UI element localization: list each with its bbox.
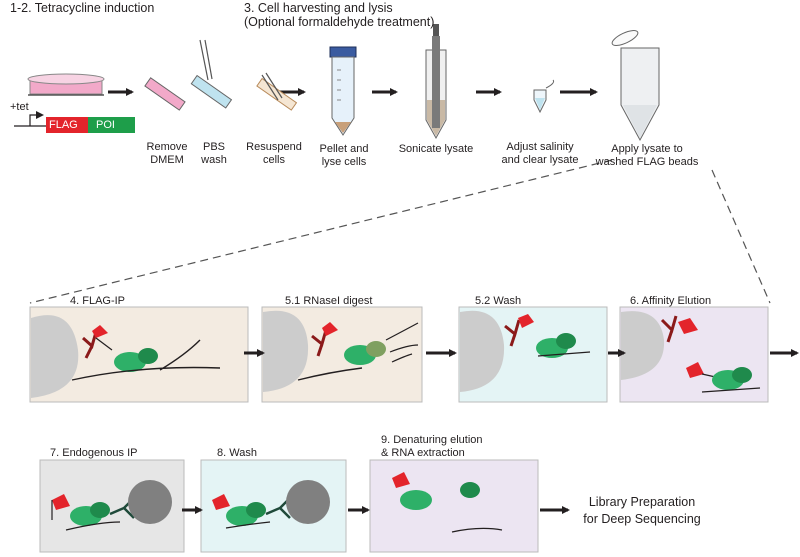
gene-construct	[14, 111, 135, 133]
resuspend-icon	[256, 72, 298, 111]
panel-title-denaturing-elution: 9. Denaturing elution & RNA extraction	[381, 434, 483, 459]
panel-rnasei-digest	[261, 306, 423, 403]
step-1-2-title: 1-2. Tetracycline induction	[10, 1, 155, 15]
library-preparation-text: Library Preparation for Deep Sequencing	[583, 495, 701, 526]
zoom-dashed-lines	[29, 159, 771, 304]
poi-label: POI	[96, 119, 115, 131]
poi-segment	[88, 117, 135, 133]
panel-denaturing-elution	[369, 459, 539, 553]
flag-segment	[46, 117, 88, 133]
panel-wash-2	[200, 459, 347, 553]
panel-title-rnasei: 5.1 RNaseI digest	[285, 295, 373, 307]
panel-title-wash-2: 8. Wash	[217, 447, 257, 459]
tet-label: +tet	[10, 101, 29, 113]
panel-flag-ip	[29, 306, 249, 403]
panel-title-flag-ip: 4. FLAG-IP	[70, 295, 126, 307]
eppendorf-tube-icon	[611, 30, 660, 142]
panel-wash-1	[458, 306, 608, 403]
pbs-wash-icon	[190, 39, 233, 109]
flag-label: FLAG	[49, 119, 78, 131]
sonicator-icon	[425, 24, 447, 140]
microtube-icon	[533, 79, 555, 114]
panel-affinity-elution	[619, 306, 769, 403]
culture-dish-icon	[27, 73, 105, 96]
step-3-title: 3. Cell harvesting and lysis	[244, 1, 393, 15]
falcon-tube-icon	[329, 46, 357, 136]
step-sonicate: Sonicate lysate	[398, 143, 474, 155]
panel-title-wash-1: 5.2 Wash	[475, 295, 522, 307]
panel-title-endogenous-ip: 7. Endogenous IP	[50, 447, 138, 459]
panel-title-affinity-elution: 6. Affinity Elution	[630, 295, 712, 307]
tilted-dish-icon	[144, 77, 186, 111]
step-3-subtitle: (Optional formaldehyde treatment)	[244, 15, 435, 29]
panel-endogenous-ip	[39, 459, 185, 553]
